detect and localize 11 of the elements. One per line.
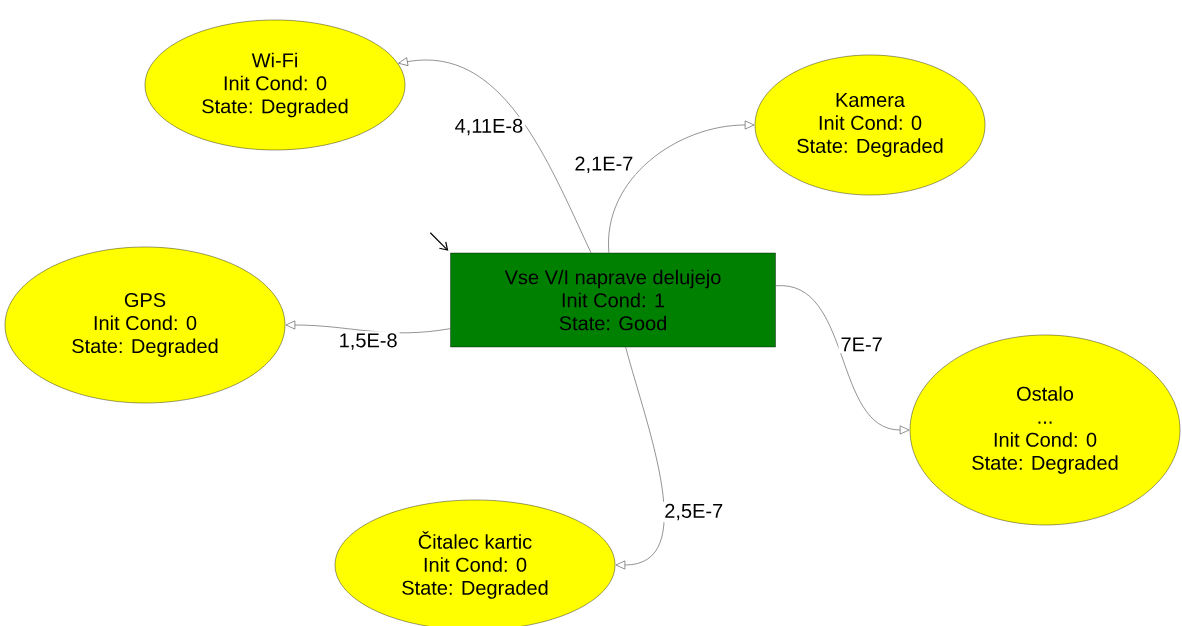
edge-label: 7E-7 (838, 335, 885, 354)
transition-arrow (775, 285, 910, 435)
edge-label: 4,11E-8 (452, 116, 526, 138)
transition-arrow (615, 346, 665, 570)
edge-label: 2,5E-7 (662, 501, 726, 523)
initial-arrow (429, 232, 449, 251)
transition-arrow (398, 57, 592, 254)
edge-label: 2,1E-7 (572, 154, 636, 175)
edge-label: 1,5E-8 (336, 331, 400, 352)
state-box: Vse V/I naprave delujejo Init Cond: 1 State: Good (450, 252, 776, 348)
transition-arrow (608, 120, 755, 254)
